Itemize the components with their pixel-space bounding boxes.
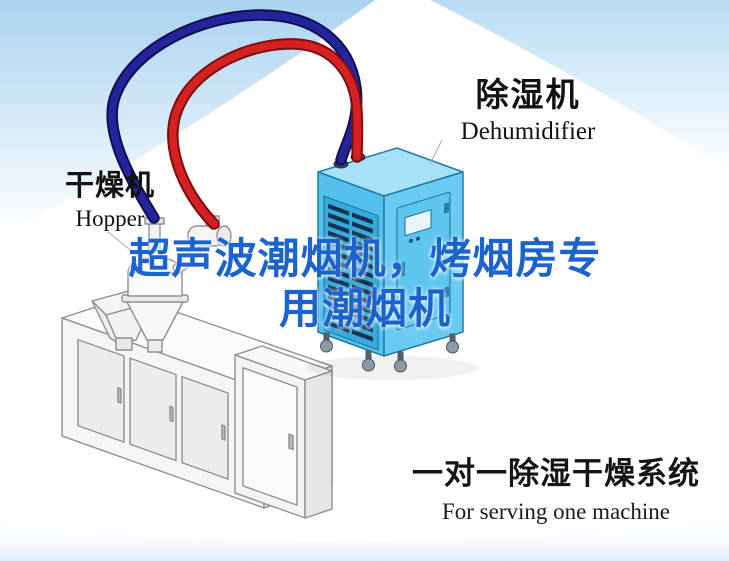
dryer-label: 干燥机 Hopper (40, 162, 180, 232)
headline: 超声波潮烟机，烤烟房专 用潮烟机 (102, 234, 628, 334)
system-caption-en: For serving one machine (441, 499, 671, 524)
red-hose (167, 38, 364, 230)
dryer-label-en: Hopper (75, 206, 145, 231)
dehumidifier-unit (307, 147, 477, 380)
dehumidifier-label-cn: 除湿机 (475, 76, 581, 113)
dehumidifier-label-en: Dehumidifier (460, 118, 596, 145)
sky-strip-bottom (0, 520, 729, 561)
blower-unit (172, 215, 232, 274)
system-caption-cn: 一对一除湿干燥系统 (412, 456, 700, 491)
dehumidifier-leader-line (429, 139, 443, 165)
cabinet-side (304, 370, 333, 519)
door-handle (401, 261, 405, 277)
door-button (409, 238, 413, 243)
door-hinge (444, 202, 449, 214)
door-hinge (444, 286, 449, 298)
dehumidifier-vents (323, 195, 379, 351)
dehumidifier-label: 除湿机 Dehumidifier (428, 68, 628, 146)
floor-shadow (307, 356, 477, 380)
sky-wedge-right (430, 0, 729, 172)
caster-wheels (320, 332, 459, 373)
extruder-machine (61, 215, 333, 519)
headline-line1: 超声波潮烟机，烤烟房专 (128, 235, 602, 282)
headline-line2: 用潮烟机 (278, 285, 451, 332)
red-hose-body (169, 40, 362, 228)
sky-wedge-left (0, 0, 375, 235)
cabinet-front (234, 354, 306, 519)
dryer-label-cn: 干燥机 (64, 170, 155, 202)
dryer-leader-line (107, 231, 141, 259)
dehumidifier-door (396, 191, 451, 331)
system-caption: 一对一除湿干燥系统 For serving one machine (394, 448, 718, 525)
door-button (416, 236, 420, 241)
